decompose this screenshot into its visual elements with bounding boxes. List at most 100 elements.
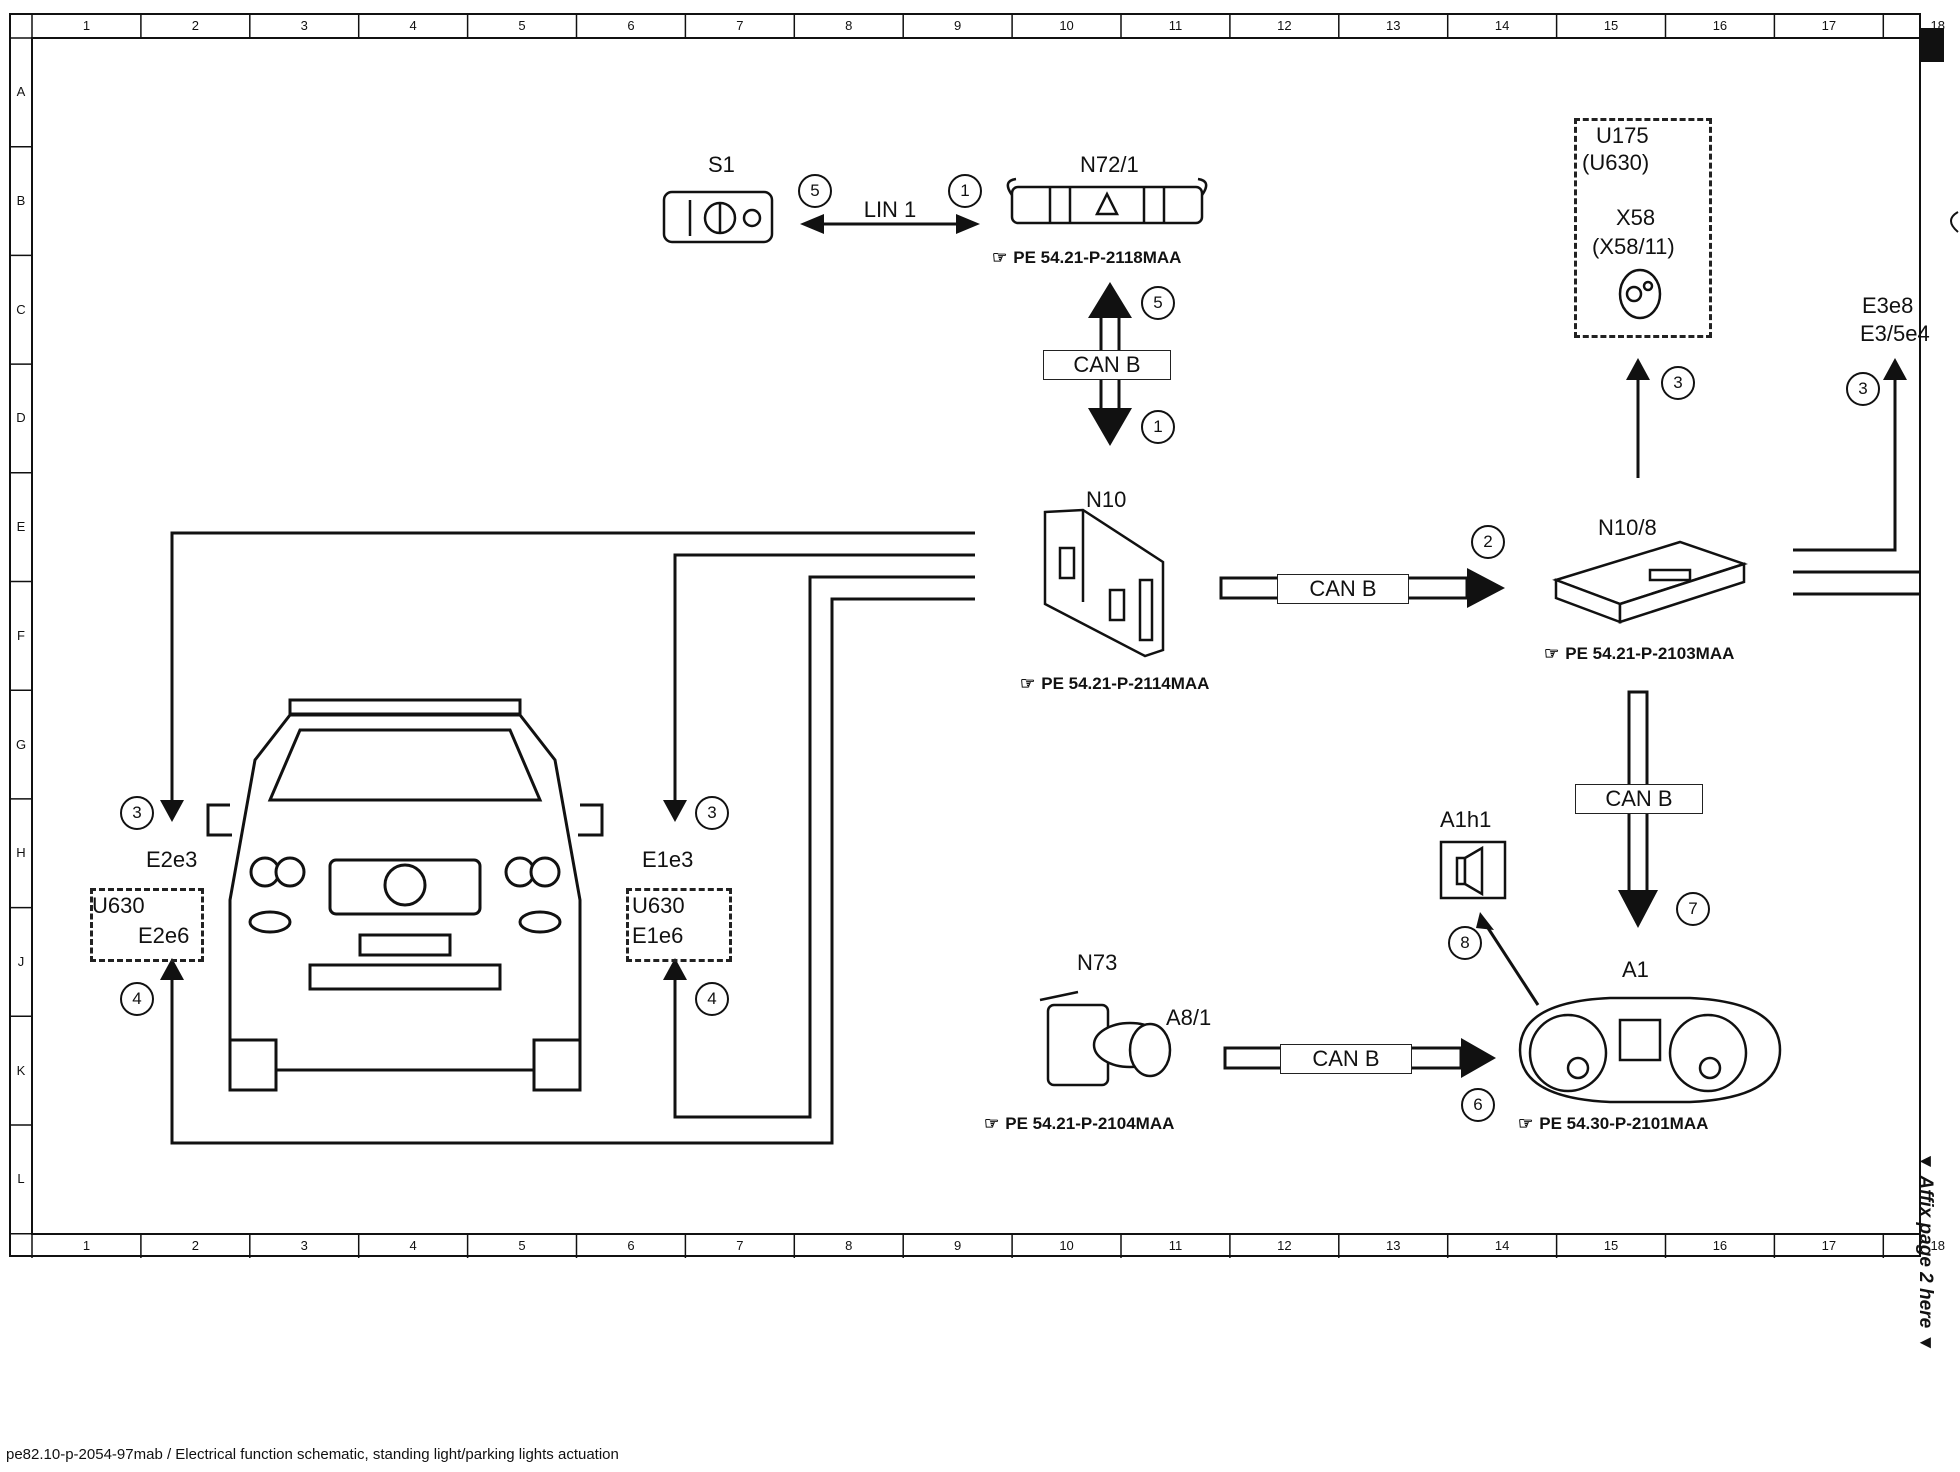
- u175-dashed-box: [1574, 118, 1712, 338]
- label-a8-1: A8/1: [1166, 1005, 1212, 1030]
- grid-column-label: 8: [845, 18, 853, 33]
- signal-s1-lin: 5: [798, 174, 832, 208]
- signal-can-down: 1: [1141, 410, 1175, 444]
- label-n10: N10: [1086, 487, 1127, 512]
- label-u630-paren: (U630): [1582, 150, 1650, 175]
- label-e3e8: E3e8: [1862, 293, 1914, 318]
- grid-row-label: L: [17, 1171, 25, 1187]
- hand-pointer-icon: ☞: [984, 1114, 1000, 1133]
- signal-e2-down: 3: [120, 796, 154, 830]
- grid-column-label: 5: [518, 1238, 526, 1253]
- ignition-switch-n73-icon: [1039, 990, 1172, 1087]
- signal-a1-in: 7: [1676, 892, 1710, 926]
- grid-column-label: 9: [954, 18, 962, 33]
- grid-column-label: 9: [954, 1238, 962, 1253]
- signal-a1h1: 8: [1448, 926, 1482, 960]
- grid-column-label: 11: [1168, 1238, 1183, 1253]
- label-n72-1: N72/1: [1080, 152, 1139, 177]
- grid-column-label: 3: [300, 18, 308, 33]
- label-x58-11: (X58/11): [1592, 234, 1675, 259]
- ref-n73[interactable]: ☞PE 54.21-P-2104MAA: [984, 1114, 1175, 1133]
- u630-left-dashed-box: [90, 888, 204, 962]
- label-e1e3: E1e3: [642, 847, 694, 872]
- hand-pointer-icon: ☞: [1518, 1114, 1534, 1133]
- grid-column-label: 18: [1930, 18, 1945, 33]
- bus-can-b-n72: CAN B: [1043, 350, 1171, 380]
- label-u630-right: U630: [632, 893, 685, 918]
- label-s1: S1: [708, 152, 735, 177]
- label-e2e6: E2e6: [138, 923, 190, 948]
- sam-module-n10-icon: [1043, 508, 1165, 658]
- bus-can-b-n73: CAN B: [1280, 1044, 1412, 1074]
- grid-column-label: 16: [1712, 18, 1728, 33]
- u630-right-dashed-box: [626, 888, 732, 962]
- label-x58: X58: [1616, 205, 1656, 230]
- grid-row-label: C: [16, 301, 26, 317]
- grid-column-label: 10: [1059, 18, 1074, 33]
- light-switch-s1-icon: [662, 190, 774, 244]
- signal-n10-to-n10-8: 2: [1471, 525, 1505, 559]
- ref-n10[interactable]: ☞PE 54.21-P-2114MAA: [1020, 674, 1210, 693]
- module-n10-8-icon: [1552, 540, 1748, 624]
- grid-column-label: 17: [1821, 18, 1837, 33]
- grid-column-label: 2: [191, 1238, 199, 1253]
- vehicle-front-icon: [206, 698, 604, 1092]
- grid-column-label: 1: [82, 1238, 91, 1253]
- bus-can-b-n10-8: CAN B: [1575, 784, 1703, 814]
- speaker-a1h1-icon: [1439, 840, 1507, 900]
- label-a1: A1: [1622, 957, 1649, 982]
- signal-a1-from-n73: 6: [1461, 1088, 1495, 1122]
- label-n10-8: N10/8: [1598, 515, 1657, 540]
- grid-column-label: 15: [1603, 1238, 1619, 1253]
- label-u175: U175: [1596, 123, 1649, 148]
- grid-column-label: 8: [845, 1238, 853, 1253]
- grid-row-label: E: [16, 519, 26, 535]
- socket-x58-icon: [1618, 268, 1662, 320]
- overhead-panel-n72-1-icon: [1006, 177, 1208, 225]
- grid-column-label: 17: [1821, 1238, 1837, 1253]
- ref-a1[interactable]: ☞PE 54.30-P-2101MAA: [1518, 1114, 1709, 1133]
- grid-column-label: 6: [627, 1238, 635, 1253]
- grid-column-label: 13: [1386, 18, 1401, 33]
- grid-row-label: H: [16, 845, 26, 861]
- ref-n10-8[interactable]: ☞PE 54.21-P-2103MAA: [1544, 644, 1735, 663]
- label-e1e6: E1e6: [632, 923, 684, 948]
- grid-column-label: 4: [409, 18, 417, 33]
- grid-column-label: 14: [1494, 18, 1510, 33]
- label-e2e3: E2e3: [146, 847, 198, 872]
- footer-caption: pe82.10-p-2054-97mab / Electrical functi…: [6, 1446, 619, 1463]
- hand-pointer-icon: ☞: [1544, 644, 1560, 663]
- label-n73: N73: [1077, 950, 1118, 975]
- grid-row-label: D: [16, 410, 26, 426]
- grid-column-label: 2: [191, 18, 199, 33]
- affix-page-note: ▼ Affix page 2 here ▼: [1915, 1152, 1936, 1353]
- grid-column-label: 10: [1059, 1238, 1074, 1253]
- grid-column-label: 11: [1168, 18, 1183, 33]
- grid-row-label: K: [16, 1062, 26, 1078]
- grid-column-label: 4: [409, 1238, 417, 1253]
- bus-lin1: LIN 1: [863, 197, 917, 222]
- ref-n72-1[interactable]: ☞PE 54.21-P-2118MAA: [992, 248, 1182, 267]
- grid-column-label: 5: [518, 18, 526, 33]
- signal-e1-up: 4: [695, 982, 729, 1016]
- label-a1h1: A1h1: [1440, 807, 1492, 832]
- hand-pointer-icon: ☞: [992, 248, 1008, 267]
- signal-e1-down: 3: [695, 796, 729, 830]
- grid-column-label: 14: [1494, 1238, 1510, 1253]
- grid-row-label: A: [16, 84, 26, 100]
- signal-n72-lin: 1: [948, 174, 982, 208]
- grid-column-label: 16: [1712, 1238, 1728, 1253]
- grid-column-label: 18: [1930, 1238, 1945, 1253]
- instrument-cluster-a1-icon: [1518, 996, 1782, 1104]
- grid-column-label: 1: [82, 18, 91, 33]
- signal-u175-up: 3: [1661, 366, 1695, 400]
- grid-column-label: 12: [1277, 1238, 1292, 1253]
- grid-column-label: 6: [627, 18, 635, 33]
- grid-column-label: 3: [300, 1238, 308, 1253]
- bus-can-b-n10: CAN B: [1277, 574, 1409, 604]
- hand-pointer-icon: ☞: [1020, 674, 1036, 693]
- label-u630-left: U630: [92, 893, 145, 918]
- signal-e3-up: 3: [1846, 372, 1880, 406]
- grid-column-label: 7: [736, 18, 744, 33]
